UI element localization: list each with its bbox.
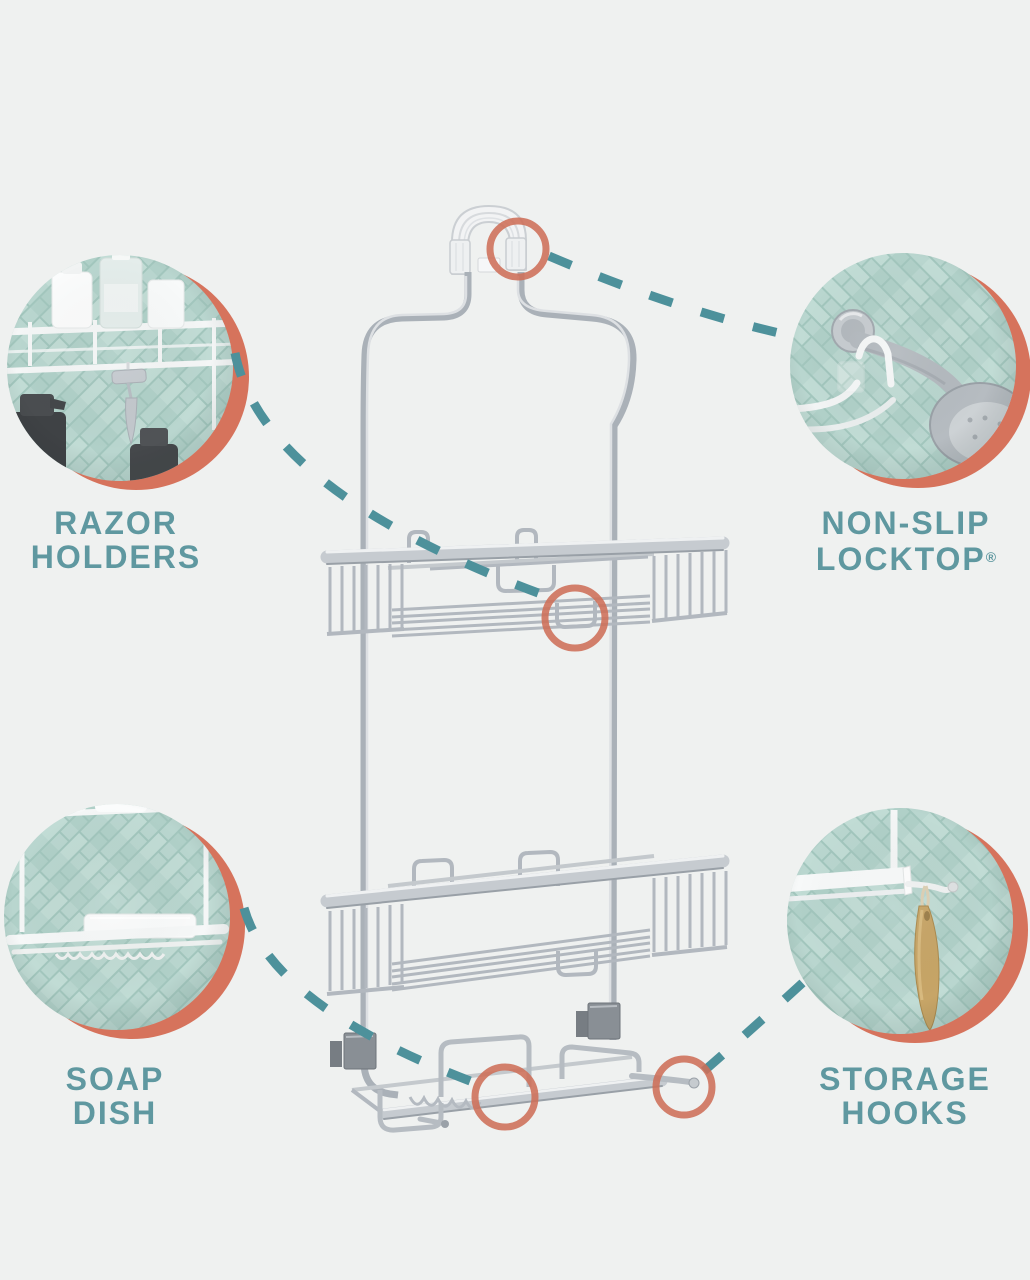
- callout-label-razor-holders: RAZOR HOLDERS: [31, 506, 201, 574]
- storage-hook-arm: [629, 1073, 693, 1085]
- callout-line-non-slip-locktop: [547, 251, 798, 342]
- razor-slots: [408, 1094, 482, 1110]
- label-line: RAZOR: [54, 505, 178, 541]
- hanger-frame: [360, 272, 637, 1099]
- registered-trademark: ®: [985, 549, 997, 565]
- callout-line-razor-holders: [230, 352, 551, 602]
- middle-basket: [320, 849, 730, 996]
- storage-hooks-photo: [787, 808, 1028, 1043]
- label-line: HOOKS: [841, 1095, 969, 1131]
- label-line: HOLDERS: [30, 539, 202, 575]
- callout-label-non-slip-locktop: NON-SLIP LOCKTOP®: [816, 506, 996, 576]
- highlight-ring-razor-holders: [541, 584, 609, 652]
- highlight-ring-soap-dish: [471, 1063, 539, 1131]
- label-line: STORAGE: [819, 1061, 991, 1097]
- highlight-ring-storage-hooks: [652, 1055, 716, 1119]
- callout-label-storage-hooks: STORAGE HOOKS: [819, 1062, 991, 1130]
- non-slip-locktop-photo: [790, 253, 1030, 488]
- label-line: SOAP: [65, 1061, 165, 1097]
- razor-notch: [555, 601, 597, 630]
- soap-dish-photo: [4, 804, 245, 1039]
- highlight-ring-locktop: [486, 217, 550, 281]
- rod-clip: [587, 1002, 621, 1040]
- rod-clip: [330, 1041, 342, 1067]
- shower-caddy-illustration: [320, 205, 730, 1133]
- top-basket: [320, 528, 730, 638]
- razor-holders-photo: [7, 255, 249, 490]
- callout-line-storage-hooks: [701, 973, 813, 1075]
- label-line: NON-SLIP: [821, 505, 991, 541]
- rod-clip: [576, 1011, 588, 1037]
- callout-label-soap-dish: SOAP DISH: [66, 1062, 165, 1130]
- rod-clip: [343, 1032, 377, 1070]
- label-line: DISH: [72, 1095, 158, 1131]
- callout-line-soap-dish: [239, 906, 480, 1089]
- label-line: LOCKTOP®: [815, 541, 997, 577]
- razor-notch: [556, 949, 598, 978]
